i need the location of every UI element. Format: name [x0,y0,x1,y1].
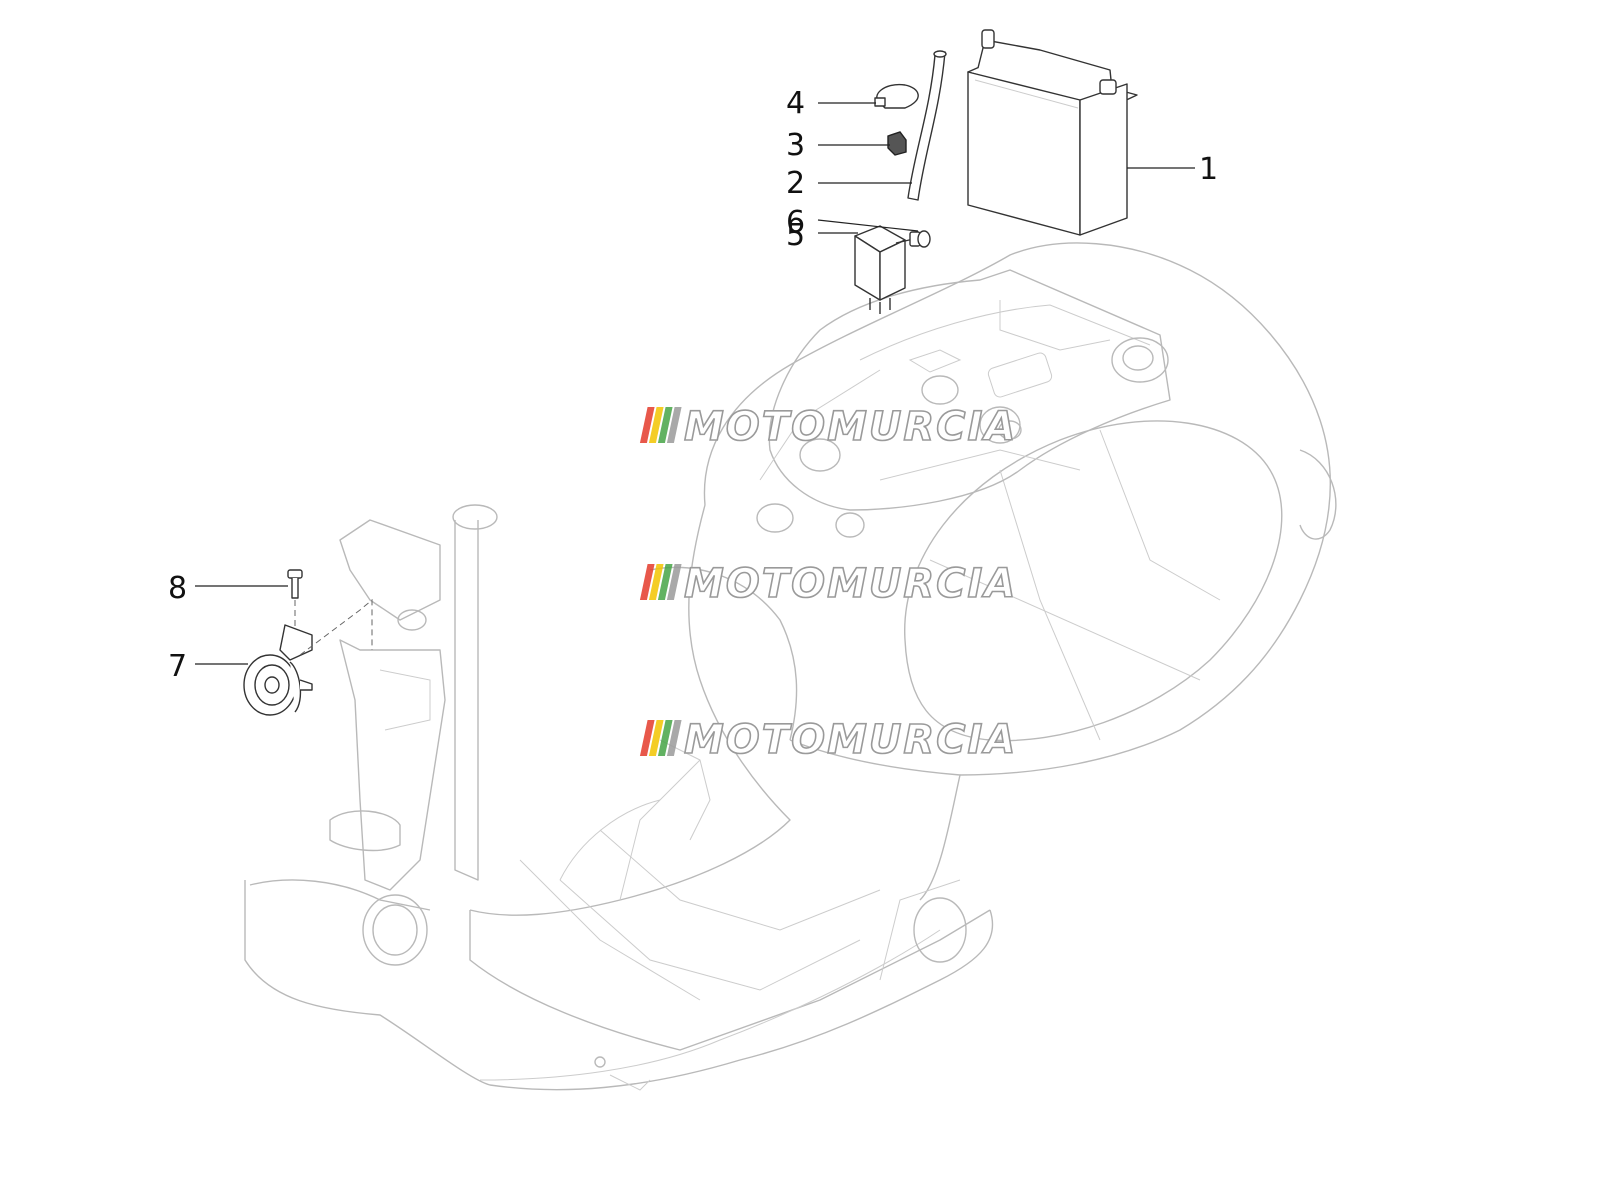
leader-6 [817,219,919,232]
watermark-stripe [666,407,682,443]
watermark-stripe [648,564,664,600]
watermark-text: MOTOMURCIA [684,404,1017,450]
watermark: MOTOMURCIA [639,716,1017,764]
relay [854,225,906,314]
watermark-stripe [639,564,655,600]
screw [895,230,931,248]
watermark: MOTOMURCIA [639,560,1017,608]
watermark: MOTOMURCIA [639,403,1017,451]
callout-7: 7 [168,649,187,684]
callout-8: 8 [168,571,187,606]
horn [243,624,313,716]
cable-tie [874,83,919,109]
horn-bolt [287,569,303,599]
callout-6: 6 [786,205,805,240]
callout-1: 1 [1199,152,1218,187]
watermark-stripe [639,720,655,756]
callout-5: 5 [786,218,805,253]
tube-clip [887,131,907,156]
battery-breather-tube [907,50,947,201]
scooter-frame [244,242,1337,1091]
callout-2: 2 [786,166,805,201]
battery [967,29,1138,236]
callout-4: 4 [786,86,805,121]
watermark-text: MOTOMURCIA [684,561,1017,607]
callout-3: 3 [786,128,805,163]
watermark-stripe [666,720,682,756]
watermark-stripe [666,564,682,600]
watermark-stripe [648,407,664,443]
watermark-text: MOTOMURCIA [684,717,1017,763]
watermark-stripe [648,720,664,756]
watermark-stripe [657,407,673,443]
watermark-stripe [657,720,673,756]
watermark-stripe [639,407,655,443]
leader-lines [195,102,1195,665]
watermark-stripe [657,564,673,600]
assembly-line [299,598,373,656]
